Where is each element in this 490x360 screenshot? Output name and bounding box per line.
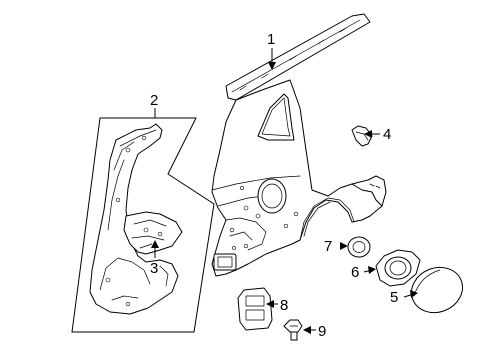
bolt-part-9 [283, 319, 303, 341]
quarter-panel-part-1 [211, 13, 387, 277]
callout-8: 8 [280, 297, 288, 314]
callout-1: 1 [267, 31, 275, 48]
callout-labels: 1 2 3 4 5 6 7 8 9 [150, 31, 398, 340]
callout-9: 9 [318, 323, 326, 340]
callout-7: 7 [324, 238, 332, 255]
callout-5: 5 [390, 289, 398, 306]
callout-4: 4 [383, 126, 391, 143]
callout-2: 2 [150, 92, 158, 109]
filler-ring-part-7 [347, 236, 371, 258]
inner-panel-part-2 [71, 117, 215, 333]
leader-lines [151, 48, 418, 334]
bracket-part-3 [123, 211, 183, 255]
callout-6: 6 [351, 264, 359, 281]
filler-base-part-6 [375, 249, 421, 287]
callout-3: 3 [150, 260, 158, 277]
housing-part-8 [237, 287, 273, 331]
